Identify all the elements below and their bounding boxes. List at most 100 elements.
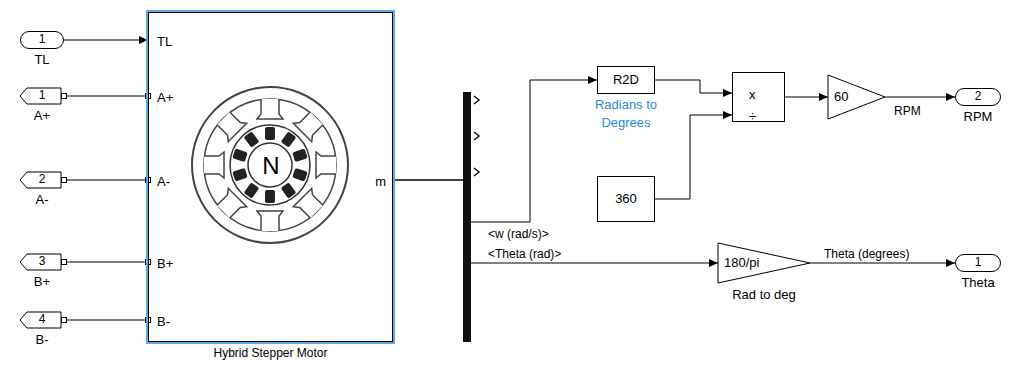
block-text: 1: [39, 89, 46, 103]
text-slot: B-: [36, 330, 49, 348]
text-slot: Radians to Degrees: [586, 95, 666, 131]
port-outline: [20, 312, 64, 328]
signal-line: [64, 180, 148, 181]
block-text: 2: [39, 173, 46, 187]
port-shape: [20, 88, 61, 104]
signal-label-slot: <Theta (rad)>: [486, 244, 563, 262]
block-text: 4: [39, 313, 46, 327]
signal-line: [885, 97, 955, 98]
block-text: TL: [157, 34, 172, 49]
divide-block: x÷: [732, 72, 785, 122]
block-name: B+: [34, 274, 50, 289]
text-slot: N: [251, 152, 291, 180]
text-slot: m: [375, 173, 386, 189]
text-slot: 180/pi: [724, 243, 759, 283]
signal-line: [655, 80, 732, 93]
text-slot: Theta: [961, 273, 994, 291]
block-name: Theta: [961, 275, 994, 290]
gain-triangle: [828, 75, 885, 119]
block-name: RPM: [964, 109, 993, 124]
block-text: 180/pi: [724, 256, 759, 271]
text-slot: ÷: [749, 108, 756, 124]
signal-line: [393, 180, 718, 263]
signal-line: [810, 263, 955, 264]
gain-outline: [718, 243, 810, 283]
connection-port: 3B+: [20, 254, 64, 270]
bus-selector: [463, 92, 471, 342]
signal-label: <w (rad/s)>: [486, 227, 551, 241]
text-slot: 2: [956, 89, 1000, 105]
gain-block: 60: [828, 75, 885, 119]
text-slot: B+: [157, 255, 173, 271]
block-name: Hybrid Stepper Motor: [213, 346, 327, 360]
gain-outline: [828, 75, 885, 119]
block-text: R2D: [613, 73, 639, 88]
port-shape: [20, 172, 61, 188]
outport: 2RPM: [955, 88, 1001, 106]
block-text: 2: [975, 90, 982, 104]
block-text: N: [262, 152, 279, 180]
signal-label-slot: RPM: [892, 101, 923, 119]
text-slot: 1: [21, 32, 63, 48]
block-name: Radians to Degrees: [595, 97, 657, 130]
function-block: R2DRadians to Degrees: [597, 66, 655, 94]
text-slot: Rad to deg: [732, 285, 796, 303]
port-outline: [20, 172, 64, 188]
text-slot: Hybrid Stepper Motor: [213, 343, 327, 361]
text-slot: TL: [34, 50, 49, 68]
block-name: A+: [34, 108, 50, 123]
constant-block: 360: [597, 176, 655, 222]
port-shape: [20, 254, 61, 270]
text-slot: B+: [34, 272, 50, 290]
block-name: B-: [36, 332, 49, 347]
port-shape: [20, 312, 61, 328]
signal-line: [655, 115, 732, 199]
signal-line: [64, 262, 148, 263]
text-slot: R2D: [598, 67, 654, 93]
signal-label: RPM: [892, 104, 923, 118]
block-name: A-: [36, 192, 49, 207]
inport: 1TL: [20, 31, 64, 49]
block-text: 360: [615, 192, 637, 207]
motor-illustration: [192, 87, 348, 243]
signal-line: [64, 96, 148, 97]
stepper-motor-block: TLA+A-B+B-mNHybrid Stepper Motor: [148, 12, 393, 342]
text-slot: 1: [20, 88, 64, 104]
text-slot: x: [749, 86, 756, 102]
text-slot: RPM: [964, 107, 993, 125]
block-text: ÷: [749, 109, 756, 124]
connection-port: 2A-: [20, 172, 64, 188]
bus-chevron: [474, 168, 479, 176]
block-text: 60: [834, 90, 848, 105]
block-name: TL: [34, 52, 49, 67]
signal-label: Theta (degrees): [822, 247, 911, 261]
text-slot: 4: [20, 312, 64, 328]
text-slot: A-: [36, 190, 49, 208]
signal-line: [393, 80, 597, 222]
text-slot: 360: [598, 177, 654, 221]
block-text: x: [749, 87, 756, 102]
block-name: Rad to deg: [732, 287, 796, 302]
bus-chevron: [474, 96, 479, 104]
text-slot: TL: [157, 33, 172, 49]
bus-chevron: [474, 132, 479, 140]
signal-label-slot: Theta (degrees): [822, 244, 911, 262]
signal-line: [785, 97, 828, 98]
block-text: 3: [39, 255, 46, 269]
signal-label-slot: <w (rad/s)>: [486, 224, 551, 242]
port-outline: [20, 88, 64, 104]
text-slot: A-: [157, 173, 170, 189]
text-slot: 2: [20, 172, 64, 188]
signal-label: <Theta (rad)>: [486, 247, 563, 261]
gain-block: 180/piRad to deg: [718, 243, 810, 283]
connection-port: 1A+: [20, 88, 64, 104]
connector-group: [64, 40, 955, 320]
connection-port: 4B-: [20, 312, 64, 328]
port-outline: [20, 254, 64, 270]
block-text: m: [375, 174, 386, 189]
block-text: 1: [975, 256, 982, 270]
block-text: 1: [39, 33, 46, 47]
